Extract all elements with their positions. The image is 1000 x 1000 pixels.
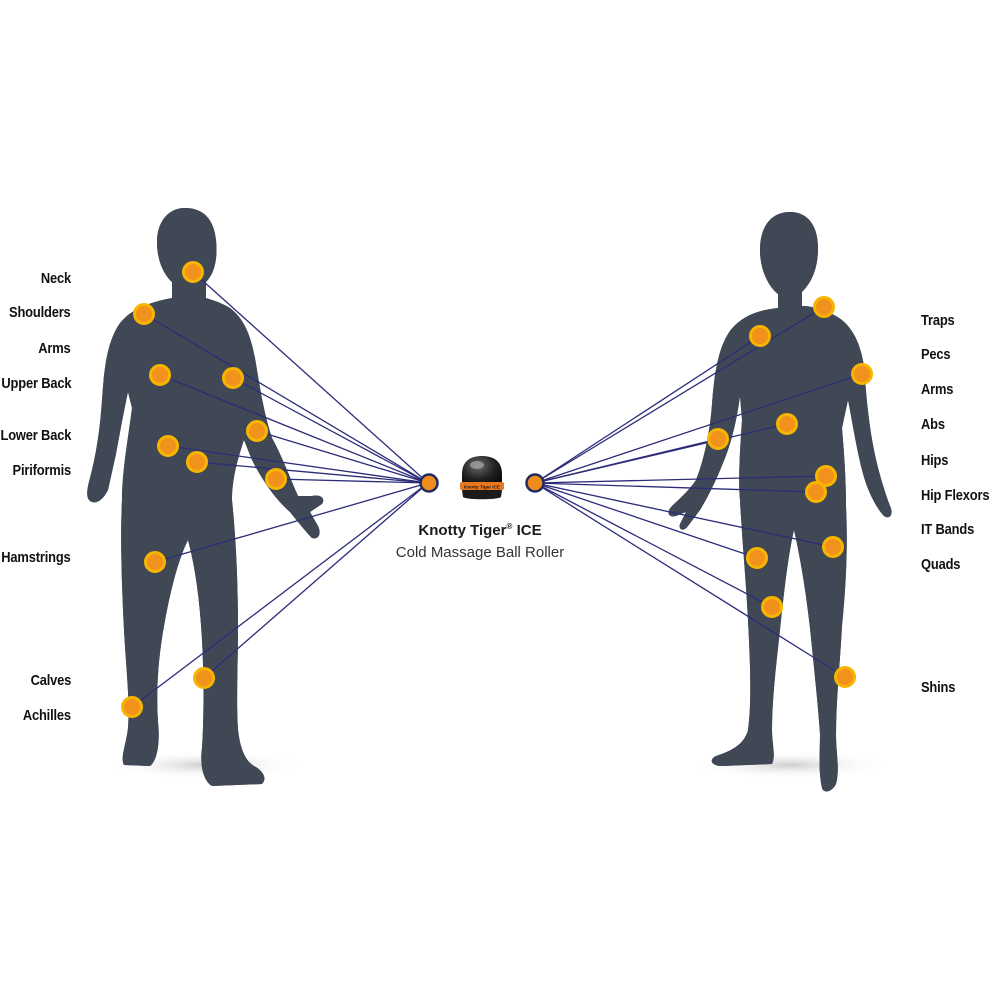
- product-subtitle: Cold Massage Ball Roller: [395, 544, 565, 561]
- label-upper-back: Upper Back: [1, 375, 71, 392]
- label-lower-back: Lower Back: [0, 427, 71, 444]
- right-connector-lines: [534, 306, 863, 678]
- trademark-mark: ®: [506, 522, 513, 531]
- marker-quads: [746, 547, 768, 569]
- connector-arms-front: [534, 373, 863, 484]
- right-hub: [525, 473, 545, 493]
- right-markers: [707, 296, 873, 688]
- label-hamstrings: Hamstrings: [1, 549, 71, 566]
- marker-knee: [761, 596, 783, 618]
- connector-hips: [534, 475, 827, 484]
- marker-upper-back: [149, 364, 171, 386]
- connector-shoulders: [143, 313, 429, 484]
- product-title: Knotty Tiger® ICE: [380, 522, 580, 539]
- label-it-bands: IT Bands: [921, 521, 975, 538]
- front-view-figure: [668, 212, 892, 792]
- marker-achilles: [121, 696, 143, 718]
- connector-shins: [534, 482, 846, 678]
- left-connector-lines: [131, 271, 429, 708]
- marker-it-bands: [822, 536, 844, 558]
- marker-lower-back: [157, 435, 179, 457]
- marker-forearm: [246, 420, 268, 442]
- label-arms-front: Arms: [921, 381, 954, 398]
- connector-traps: [534, 306, 825, 484]
- connector-upper-back: [159, 374, 429, 484]
- marker-hips: [815, 465, 837, 487]
- roller-base: [462, 490, 502, 500]
- connector-piriformis: [196, 461, 429, 484]
- label-abs: Abs: [921, 416, 945, 433]
- connector-achilles: [131, 482, 429, 708]
- connector-hip-flexors: [534, 482, 817, 493]
- roller-ball-highlight: [470, 461, 484, 469]
- label-neck: Neck: [40, 270, 71, 287]
- roller-band-text: Knotty Tiger ICE: [464, 484, 500, 489]
- connector-forearm: [256, 430, 429, 484]
- label-achilles: Achilles: [22, 707, 71, 724]
- connector-knee: [534, 482, 773, 608]
- label-traps: Traps: [921, 312, 955, 329]
- connector-hand: [275, 478, 429, 484]
- label-hip-flexors: Hip Flexors: [921, 487, 990, 504]
- marker-hip-flexors: [805, 481, 827, 503]
- connector-pecs: [534, 335, 761, 484]
- connector-forearm-front: [534, 438, 719, 484]
- marker-shoulders: [133, 303, 155, 325]
- marker-abs: [776, 413, 798, 435]
- label-hips: Hips: [921, 452, 949, 469]
- left-markers: [121, 261, 287, 718]
- marker-hand: [265, 468, 287, 490]
- left-hub: [419, 473, 439, 493]
- label-shoulders: Shoulders: [9, 304, 71, 321]
- product-name-suffix: ICE: [516, 522, 542, 539]
- product-brand: Knotty Tiger: [418, 522, 507, 539]
- connector-hamstrings: [154, 482, 429, 563]
- label-quads: Quads: [921, 556, 961, 573]
- marker-piriformis: [186, 451, 208, 473]
- label-arms-back: Arms: [38, 340, 71, 357]
- connector-it-bands: [534, 482, 834, 548]
- connector-arms-back: [232, 377, 429, 484]
- back-view-figure: [87, 208, 324, 786]
- label-calves: Calves: [30, 672, 71, 689]
- connector-quads: [534, 482, 758, 559]
- marker-forearm-front: [707, 428, 729, 450]
- massage-ball-roller: Knotty Tiger ICE: [460, 456, 504, 500]
- marker-traps: [813, 296, 835, 318]
- marker-pecs: [749, 325, 771, 347]
- marker-arms-back: [222, 367, 244, 389]
- marker-shins: [834, 666, 856, 688]
- label-piriformis: Piriformis: [12, 462, 71, 479]
- label-pecs: Pecs: [921, 346, 951, 363]
- marker-neck: [182, 261, 204, 283]
- connector-lower-back: [167, 445, 429, 484]
- connector-neck: [192, 271, 429, 484]
- marker-calves: [193, 667, 215, 689]
- connector-calves: [203, 482, 429, 679]
- marker-arms-front: [851, 363, 873, 385]
- roller-band: [460, 482, 504, 490]
- marker-hamstrings: [144, 551, 166, 573]
- label-shins: Shins: [921, 679, 956, 696]
